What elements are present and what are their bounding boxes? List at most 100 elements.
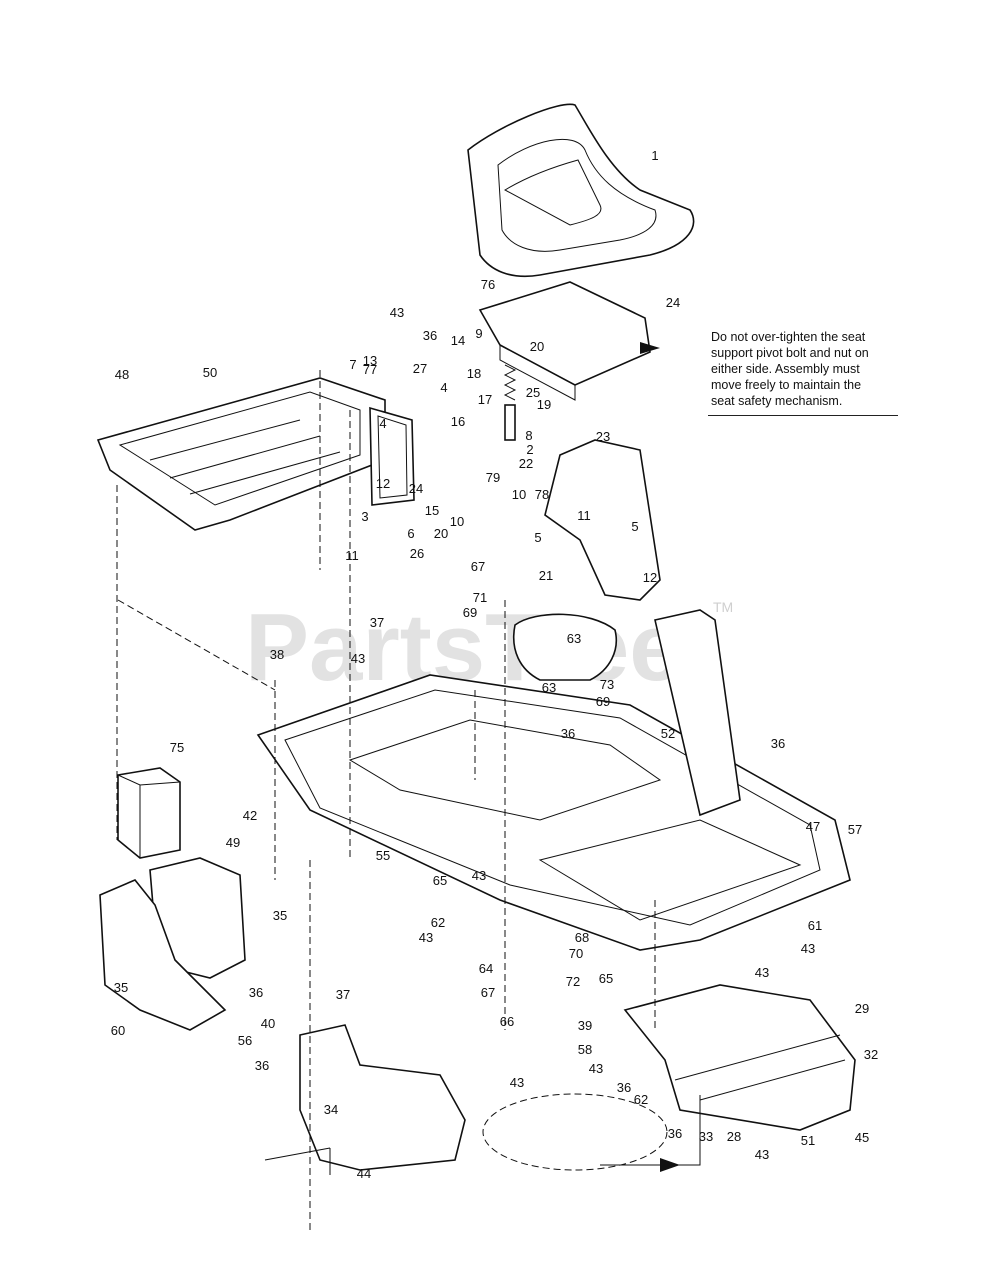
callout-13: 13 xyxy=(363,353,377,368)
callout-44: 44 xyxy=(357,1166,371,1181)
callout-65: 65 xyxy=(599,971,613,986)
callout-65: 65 xyxy=(433,873,447,888)
callout-11: 11 xyxy=(345,548,359,563)
callout-36: 36 xyxy=(255,1058,269,1073)
callout-72: 72 xyxy=(566,974,580,989)
callout-37: 37 xyxy=(336,987,350,1002)
callout-35: 35 xyxy=(273,908,287,923)
detail-ellipse xyxy=(482,342,701,1172)
watermark-tm: TM xyxy=(713,599,733,615)
callout-24: 24 xyxy=(666,295,680,310)
callout-43: 43 xyxy=(589,1061,603,1076)
callout-33: 33 xyxy=(699,1129,713,1144)
seat-bracket xyxy=(369,406,415,506)
callout-67: 67 xyxy=(471,559,485,574)
callout-38: 38 xyxy=(270,647,284,662)
callout-47: 47 xyxy=(806,819,820,834)
callout-43: 43 xyxy=(472,868,486,883)
assembly-lines xyxy=(116,370,656,1230)
callout-1: 1 xyxy=(651,148,658,163)
callout-62: 62 xyxy=(431,915,445,930)
callout-43: 43 xyxy=(510,1075,524,1090)
callout-61: 61 xyxy=(808,918,822,933)
callout-70: 70 xyxy=(569,946,583,961)
callout-25: 25 xyxy=(526,385,540,400)
callout-18: 18 xyxy=(467,366,481,381)
battery xyxy=(117,767,181,859)
callout-8: 8 xyxy=(525,428,532,443)
callout-34: 34 xyxy=(324,1102,338,1117)
callout-36: 36 xyxy=(249,985,263,1000)
callout-73: 73 xyxy=(600,677,614,692)
dash-support xyxy=(654,609,741,817)
callout-3: 3 xyxy=(361,509,368,524)
callout-42: 42 xyxy=(243,808,257,823)
callout-60: 60 xyxy=(111,1023,125,1038)
callout-48: 48 xyxy=(115,367,129,382)
callout-36: 36 xyxy=(561,726,575,741)
callout-14: 14 xyxy=(451,333,465,348)
callout-15: 15 xyxy=(425,503,439,518)
callout-69: 69 xyxy=(463,605,477,620)
callout-55: 55 xyxy=(376,848,390,863)
callout-43: 43 xyxy=(351,651,365,666)
callout-68: 68 xyxy=(575,930,589,945)
callout-9: 9 xyxy=(475,326,482,341)
callout-43: 43 xyxy=(755,965,769,980)
callout-45: 45 xyxy=(855,1130,869,1145)
transaxle xyxy=(264,1024,466,1175)
callout-75: 75 xyxy=(170,740,184,755)
callout-43: 43 xyxy=(390,305,404,320)
callout-11: 11 xyxy=(577,508,591,523)
callout-22: 22 xyxy=(519,456,533,471)
callout-24: 24 xyxy=(409,481,423,496)
safety-note: Do not over-tighten the seat support piv… xyxy=(711,329,901,409)
callout-17: 17 xyxy=(478,392,492,407)
callout-67: 67 xyxy=(481,985,495,1000)
callout-20: 20 xyxy=(434,526,448,541)
callout-52: 52 xyxy=(661,726,675,741)
rear-fender xyxy=(96,377,386,531)
callout-71: 71 xyxy=(473,590,487,605)
note-line: seat safety mechanism. xyxy=(711,394,843,408)
seat-pan xyxy=(478,281,651,401)
callout-63: 63 xyxy=(567,631,581,646)
callout-27: 27 xyxy=(413,361,427,376)
callout-4: 4 xyxy=(440,380,447,395)
battery-cover xyxy=(99,879,227,1031)
callout-23: 23 xyxy=(596,429,610,444)
callout-78: 78 xyxy=(535,487,549,502)
callout-10: 10 xyxy=(512,487,526,502)
callout-62: 62 xyxy=(634,1092,648,1107)
callout-79: 79 xyxy=(486,470,500,485)
callout-10: 10 xyxy=(450,514,464,529)
note-line: move freely to maintain the xyxy=(711,378,862,392)
callout-43: 43 xyxy=(801,941,815,956)
callout-29: 29 xyxy=(855,1001,869,1016)
callout-16: 16 xyxy=(451,414,465,429)
note-line: Do not over-tighten the seat xyxy=(711,330,866,344)
spring xyxy=(503,364,517,441)
front-axle xyxy=(623,984,856,1131)
callout-5: 5 xyxy=(534,530,541,545)
callout-39: 39 xyxy=(578,1018,592,1033)
tank-bracket xyxy=(513,613,617,681)
callout-4: 4 xyxy=(379,416,386,431)
callout-21: 21 xyxy=(539,568,553,583)
callout-6: 6 xyxy=(407,526,414,541)
callout-57: 57 xyxy=(848,822,862,837)
seat xyxy=(467,103,695,278)
callout-50: 50 xyxy=(203,365,217,380)
callout-56: 56 xyxy=(238,1033,252,1048)
callout-58: 58 xyxy=(578,1042,592,1057)
callout-51: 51 xyxy=(801,1133,815,1148)
callout-7: 7 xyxy=(349,357,356,372)
callout-66: 66 xyxy=(500,1014,514,1029)
callout-49: 49 xyxy=(226,835,240,850)
note-line: support pivot bolt and nut on xyxy=(711,346,869,360)
callout-64: 64 xyxy=(479,961,493,976)
callout-5: 5 xyxy=(631,519,638,534)
callout-69: 69 xyxy=(596,694,610,709)
callout-35: 35 xyxy=(114,980,128,995)
